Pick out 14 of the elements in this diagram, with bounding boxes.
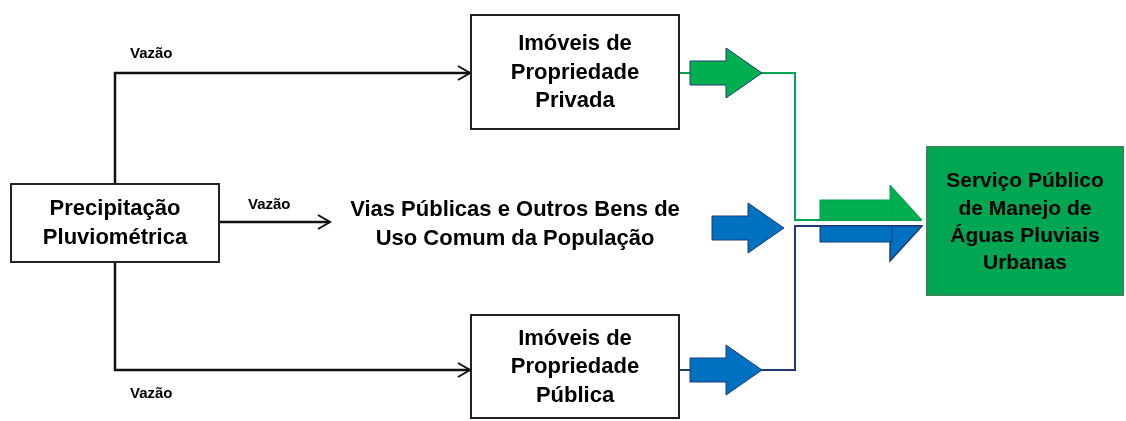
edge-label: Vazão <box>128 44 175 61</box>
process-box: Imóveis de Propriedade Pública <box>470 314 680 419</box>
connector <box>113 263 471 378</box>
edge-label: Vazão <box>246 195 293 212</box>
block-arrow <box>689 47 763 99</box>
block-arrow <box>711 202 785 254</box>
process-box: Imóveis de Propriedade Privada <box>470 14 680 130</box>
service-box: Serviço Público de Manejo de Águas Pluviais Urbanas <box>926 146 1124 296</box>
process-box: Precipitação Pluviométrica <box>10 183 220 263</box>
connector <box>113 65 471 183</box>
node-text: Vias Públicas e Outros Bens de Uso Comum da População <box>349 195 681 252</box>
block-arrow <box>689 344 763 396</box>
edge-label: Vazão <box>128 384 175 401</box>
connector <box>220 214 331 230</box>
